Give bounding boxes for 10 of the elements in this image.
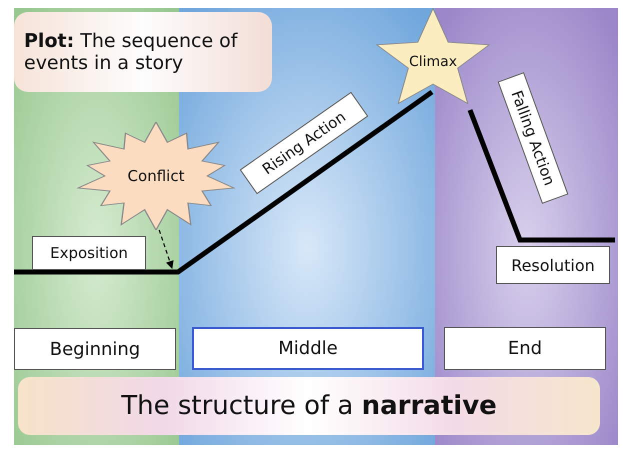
conflict-text: Conflict [128,167,184,185]
resolution-label: Resolution [496,246,610,284]
end-label: End [444,327,606,370]
leader-line [158,230,174,269]
middle-label: Middle [192,327,424,370]
plot-line [14,90,615,274]
beginning-label: Beginning [14,328,176,370]
definition-box: Plot: The sequence of events in a story [14,12,272,92]
climax-text: Climax [408,54,458,70]
title-banner: The structure of a narrative [18,377,600,435]
